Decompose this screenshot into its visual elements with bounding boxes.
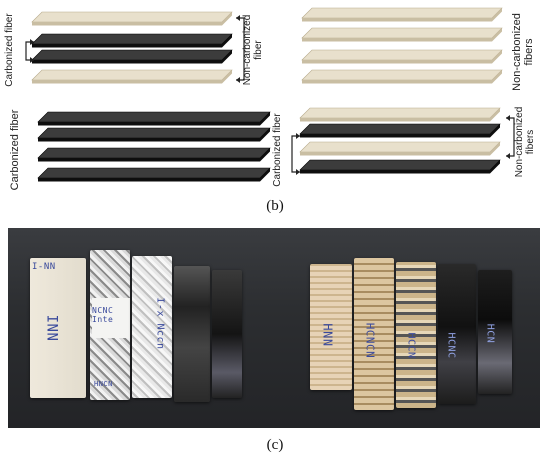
carbonized-label: Carbonized fiber [4,13,15,87]
sample-inn [30,258,86,398]
carbonized-layer [299,123,501,138]
non-carbonized-label: Non-carbonizedfibers [514,107,536,178]
sample-label: I-x Nccn [154,297,166,350]
sample-label: I-NN [32,262,56,272]
carbonized-layer [37,127,271,142]
sample-dark-a [174,266,210,402]
non-carbonized-layer [301,69,503,84]
sample-label: HCN [484,323,496,344]
carbonized-label: Carbonized fiber [272,113,283,187]
diagram-top-right: Non-carbonizedfibers [301,7,535,91]
non-carbonized-layer [31,11,233,26]
sample-nccn [132,256,172,398]
non-carbonized-bracket [506,117,515,157]
sample-dark-b [212,270,242,398]
sample-label: HCNCN [363,322,377,359]
carbonized-label: Carbonized fiber [9,109,21,190]
sample-tag [92,298,130,338]
carbonized-layer [37,111,271,126]
carbonized-layer [31,33,233,48]
non-carbonized-label: Non-carbonizedfiber [242,15,264,86]
carbonized-layer [37,147,271,162]
non-carbonized-layer [31,69,233,84]
sample-label: INN [43,314,60,342]
non-carbonized-layer [301,49,503,64]
sample-hnn [310,264,352,390]
carbonized-layer [31,49,233,64]
non-carbonized-layer [301,7,503,22]
non-carbonized-layer [299,107,501,122]
sample-label: HNN [320,323,335,347]
sample-label: NCNC Inte [92,306,114,324]
carbonized-bracket [291,135,300,173]
carbonized-layer [299,159,501,174]
sample-label: HCCN [405,332,417,359]
caption-c: (c) [266,437,284,453]
non-carbonized-layer [299,141,501,156]
sample-hcncn [354,258,394,410]
non-carbonized-layer [301,27,503,42]
sample-photo: I-NN INN NCNC Inte HNCN I-x Nccn HNN HCN… [8,228,540,428]
sample-hcn [478,270,512,394]
sample-hcnc [438,264,476,404]
diagram-top-left: Carbonized fiber Non-carbonizedfiber [4,11,264,87]
sample-hccn [396,262,436,408]
non-carbonized-label: Non-carbonizedfibers [511,13,535,91]
carbonized-layer [37,167,271,182]
diagram-bottom-right: Carbonized fiber Non-carbonizedfibers [272,107,536,187]
sample-label: HNCN [94,380,113,388]
caption-b: (b) [266,198,284,214]
sample-label: HCNC [445,332,457,359]
diagram-bottom-left: Carbonized fiber [9,109,271,190]
